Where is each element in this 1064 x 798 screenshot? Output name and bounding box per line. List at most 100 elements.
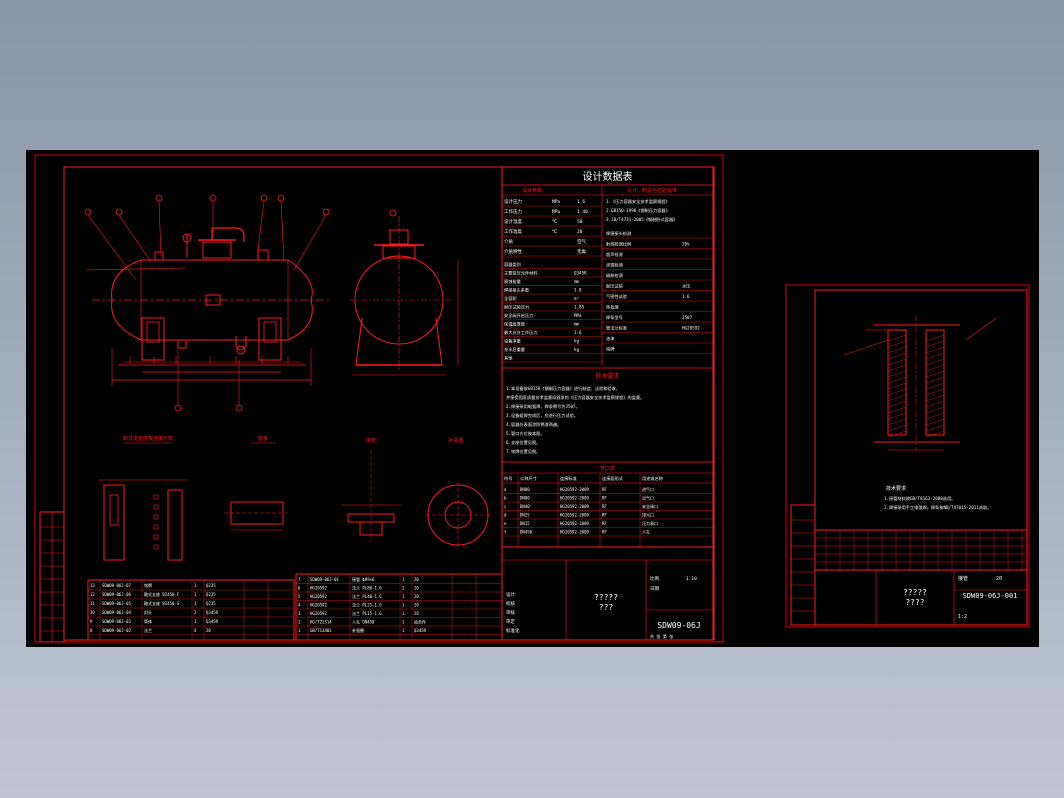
detail-saddle-slot-a: [109, 494, 119, 526]
param-label: 设计温度: [504, 218, 522, 225]
sheet2-material: 20: [996, 576, 1002, 582]
bom-cell: 1: [402, 594, 405, 599]
sheet2-part-name: 接管: [958, 575, 968, 582]
param-unit: ℃: [552, 229, 558, 235]
nozzle-header-cell: 连接标准: [560, 475, 577, 482]
hatch: [887, 340, 907, 348]
right-label: 超声检测: [606, 251, 623, 258]
nozzle-top-manhole: [202, 241, 232, 259]
part-balloon: [260, 194, 268, 202]
mid-value: 1.0: [574, 288, 582, 293]
mid-value: MPa: [574, 313, 582, 318]
nozzle-header-cell: 用途或名称: [642, 475, 663, 482]
leader-6: [280, 200, 285, 263]
sheet2-part-view: 技术要求1.接管材料按GB/T8163-2008选用。2.焊接采用手工电弧焊，焊…: [843, 315, 997, 511]
bom-right-outline: [295, 573, 503, 641]
mid-label: 安全阀开启压力: [504, 312, 533, 319]
drain-valve: [236, 345, 246, 355]
nozzle-cell: d: [504, 513, 507, 518]
hatch: [925, 412, 945, 420]
hatch: [887, 364, 907, 372]
bom-cell: 4: [298, 603, 301, 608]
bom-cell: 20: [414, 577, 419, 582]
detail-bolt: [153, 504, 159, 510]
nozzle-cell: 安全阀口: [642, 503, 658, 509]
hatch: [925, 406, 945, 414]
hatch: [925, 388, 945, 396]
nozzle-cell: DN25: [520, 513, 530, 518]
tb-label: 设计: [506, 591, 515, 598]
bom-cell: 人孔 DN450: [352, 619, 375, 625]
nozzle-header-cell: 公称尺寸: [520, 475, 537, 482]
right-value: 1.6: [682, 294, 690, 299]
mid-label: 焊接接头系数: [504, 287, 530, 294]
tech-line: 5.管口方位按本图。: [506, 430, 545, 437]
bom-left-outline: [87, 579, 295, 641]
param-label: 工作压力: [504, 208, 522, 215]
bom-cell: 1: [402, 628, 405, 633]
vessel-front-view: [84, 194, 331, 412]
balloon-saddle-right: [235, 404, 243, 412]
hatch: [887, 418, 907, 426]
hatch: [887, 424, 907, 432]
bom-cell: 1: [194, 619, 197, 624]
hatch: [887, 376, 907, 384]
nozzle-cell: HG20592-2009: [560, 530, 589, 535]
drawing-sheet-detail: 技术要求1.接管材料按GB/T8163-2008选用。2.焊接采用手工电弧焊，焊…: [785, 284, 1030, 628]
mid-label: 耐压试验压力: [504, 304, 529, 311]
sheet2-tb-outline: [814, 569, 1028, 626]
bom-cell: 法兰 PL40-1.6: [352, 593, 382, 599]
table-outline: [501, 166, 714, 548]
mid-label: 全容积: [504, 295, 517, 302]
leader-3: [158, 200, 162, 257]
nozzle-cell: DN15: [520, 521, 530, 526]
right-label: 气密性试验: [606, 293, 628, 300]
param-value: 1.6: [577, 199, 585, 205]
detail-bolt: [153, 514, 159, 520]
balloon-saddle-left: [174, 404, 182, 412]
bom-cell: Q235: [206, 601, 216, 606]
bom-cell: SDW09-06J-02: [102, 628, 131, 633]
hatch: [925, 370, 945, 378]
detail-bolt: [153, 534, 159, 540]
nozzle-cell: HG20592-2009: [560, 521, 589, 526]
bom-cell: 2: [298, 620, 301, 625]
nozzle-drain-left: [177, 339, 187, 349]
bom-cell: 20: [414, 611, 419, 616]
bom-cell: Q345R: [414, 628, 427, 633]
bom-cell: 法兰: [144, 627, 152, 633]
hatch: [925, 340, 945, 348]
bom-cell: 1: [194, 601, 197, 606]
nozzle-cell: e: [504, 521, 507, 526]
leader-1: [87, 214, 137, 281]
param-label: 工作温度: [504, 228, 522, 235]
mid-label: 充水后重量: [504, 346, 525, 353]
vessel-side-view: [349, 209, 459, 376]
detail-bolt: [153, 544, 159, 550]
sheet2-tb-center-line: ????: [905, 598, 924, 607]
sheet-outer-border: [34, 154, 724, 643]
nozzle-cell: RF: [602, 513, 607, 518]
mid-label: 保温层厚度: [504, 321, 526, 328]
right-label: 焊条型号: [606, 314, 623, 321]
hatch: [925, 382, 945, 390]
right-label: 管法兰标准: [606, 325, 627, 332]
right-label: 热处理: [606, 304, 619, 311]
sheet2-drawing-no: SDW09-06J-001: [963, 592, 1018, 600]
nozzle-cell: 人孔: [642, 529, 650, 535]
nozzle-cell: RF: [602, 496, 607, 501]
bom-cell: 4: [194, 628, 197, 633]
bom-cell: 1: [194, 583, 197, 588]
detail-bolt: [153, 494, 159, 500]
std-line: 2.GB150-1998《钢制压力容器》: [606, 207, 670, 214]
cad-drawing-canvas[interactable]: 鞍式支座底板连接示意底板接管补强圈设计数据表设计参数设计、制造与检验标准1.《压…: [26, 150, 1039, 647]
tb-sheet-label: 共 张 第 张: [650, 633, 673, 639]
tb-center-line: ?????: [594, 593, 618, 602]
mid-label: 其他: [504, 355, 513, 362]
hatch: [887, 352, 907, 360]
mid-label: 设备净重: [504, 338, 521, 345]
leader-5: [257, 200, 265, 251]
